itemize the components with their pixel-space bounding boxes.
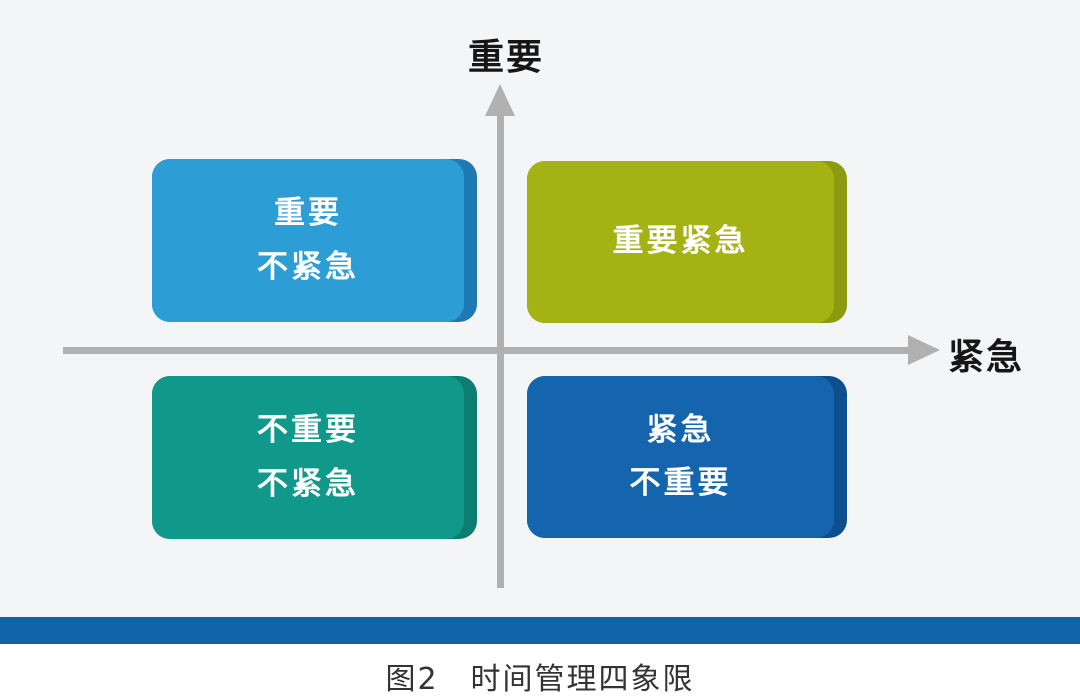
- quadrant-label-line: 不重要: [629, 465, 732, 501]
- quadrant-label-line: 重要: [274, 195, 342, 232]
- quadrant-important-not-urgent: 重要 不紧急: [152, 159, 477, 322]
- quadrant-urgent-not-important: 紧急 不重要: [527, 376, 847, 538]
- x-axis-label: 紧急: [948, 337, 1025, 378]
- quadrant-card-face: 重要紧急: [527, 161, 834, 323]
- bottom-divider-bar: [0, 617, 1080, 644]
- quadrant-card-face: 紧急 不重要: [527, 376, 834, 538]
- quadrant-label-line: 不重要: [257, 412, 359, 449]
- y-axis-arrow-icon: [485, 84, 515, 116]
- quadrant-important-urgent: 重要紧急: [527, 161, 847, 323]
- x-axis-line: [63, 347, 915, 354]
- quadrant-label-line: 不紧急: [257, 248, 359, 285]
- figure-caption: 图2 时间管理四象限: [385, 662, 695, 697]
- quadrant-label-line: 重要紧急: [612, 223, 749, 260]
- quadrant-label-line: 紧急: [646, 411, 715, 448]
- quadrant-card-face: 不重要 不紧急: [152, 376, 464, 539]
- quadrant-label-line: 不紧急: [257, 465, 359, 502]
- x-axis-arrow-icon: [908, 335, 940, 365]
- quadrant-card-face: 重要 不紧急: [152, 159, 464, 322]
- quadrant-not-important-not-urgent: 不重要 不紧急: [152, 376, 477, 539]
- y-axis-label: 重要: [467, 37, 544, 78]
